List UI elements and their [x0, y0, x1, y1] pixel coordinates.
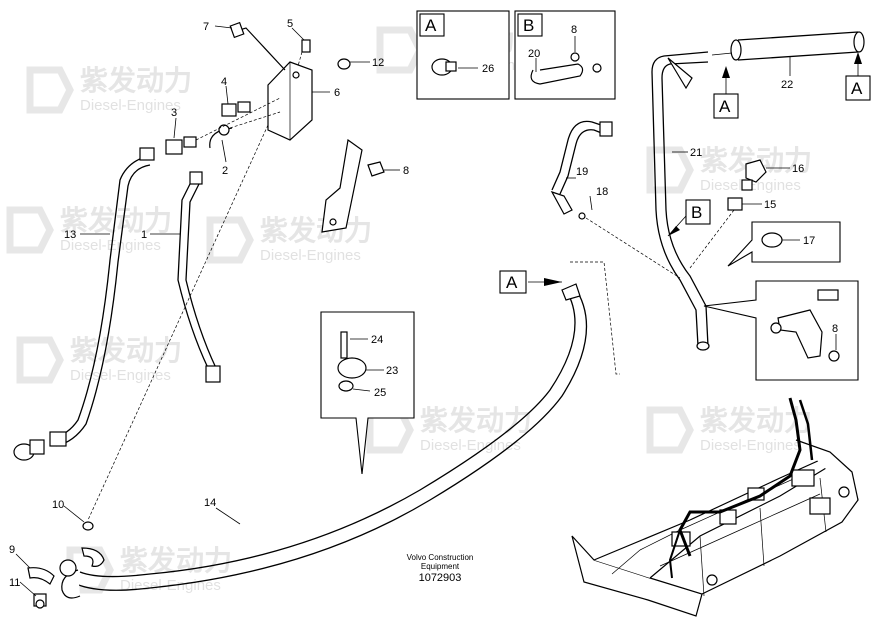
hose-13 — [13, 147, 155, 461]
footer: Volvo Construction Equipment 1072903 — [407, 553, 474, 584]
watermark-layer: 紫发动力 Diesel-Engines 紫发动力 Diesel-Engines … — [6, 24, 812, 594]
footer-code: 1072903 — [419, 572, 462, 584]
detail-a-label: A — [425, 16, 437, 35]
watermark-en: Diesel-Engines — [260, 247, 361, 264]
view-b-center-label: B — [691, 203, 702, 222]
part-label-16: 16 — [792, 163, 804, 175]
watermark-tile: 紫发动力 Diesel-Engines — [366, 404, 532, 454]
part-label-12: 12 — [372, 57, 384, 69]
part-label-5: 5 — [287, 18, 293, 30]
watermark-cn: 紫发动力 — [120, 544, 232, 577]
part-label-7: 7 — [203, 21, 209, 33]
bottom-left-fittings — [27, 521, 105, 609]
view-a-callout-right: A — [845, 52, 871, 101]
part-label-18: 18 — [596, 186, 608, 198]
watermark-tile: 紫发动力 Diesel-Engines — [646, 404, 812, 454]
fitting-15 — [727, 197, 743, 211]
part-label-24: 24 — [371, 334, 383, 346]
part-label-3: 3 — [171, 107, 177, 119]
part-label-2: 2 — [222, 165, 228, 177]
watermark-en: Diesel-Engines — [700, 437, 801, 454]
part-label-26: 26 — [482, 63, 494, 75]
watermark-tile: 紫发动力 Diesel-Engines — [26, 64, 192, 114]
watermark-cn: 紫发动力 — [80, 64, 192, 97]
part-label-4: 4 — [221, 76, 227, 88]
part-label-8-valve: 8 — [403, 165, 409, 177]
part-label-15: 15 — [764, 199, 776, 211]
watermark-cn: 紫发动力 — [420, 404, 532, 437]
hose-19 — [550, 120, 613, 220]
clamp-20-part — [530, 52, 602, 85]
fitting-16 — [741, 159, 767, 191]
part-label-6: 6 — [334, 87, 340, 99]
hose-1 — [177, 171, 221, 383]
part-label-20: 20 — [528, 48, 540, 60]
detail-box-17: 17 — [727, 221, 841, 267]
part-label-19: 19 — [576, 166, 588, 178]
watermark-tile: 紫发动力 Diesel-Engines — [646, 144, 812, 194]
part-label-13: 13 — [64, 229, 76, 241]
part-label-8-bracket: 8 — [832, 323, 838, 335]
view-a-mid-label: A — [719, 97, 731, 116]
part-label-17: 17 — [803, 235, 815, 247]
detail-box-bracket — [703, 280, 859, 381]
watermark-cn: 紫发动力 — [260, 214, 372, 247]
clamp-23-part — [337, 331, 367, 392]
part-label-11: 11 — [9, 577, 20, 589]
hose-14 — [61, 283, 588, 599]
detail-box-clamp: 24 23 25 — [320, 311, 415, 475]
fitting-4 — [221, 103, 237, 117]
part-label-9: 9 — [9, 544, 15, 556]
part-label-22: 22 — [781, 79, 793, 91]
detail-b-label: B — [523, 16, 534, 35]
part-label-1: 1 — [141, 229, 147, 241]
view-a-right-label: A — [851, 79, 863, 98]
detail-box-a: A 26 — [416, 10, 510, 100]
watermark-tile: 紫发动力 Diesel-Engines — [206, 214, 372, 264]
part-label-8-b: 8 — [571, 24, 577, 36]
watermark-en: Diesel-Engines — [70, 367, 171, 384]
part-label-25: 25 — [374, 387, 386, 399]
view-a-callout-mid: A — [713, 66, 739, 119]
part-label-14: 14 — [204, 497, 216, 509]
watermark-tile: 紫发动力 Diesel-Engines — [6, 204, 172, 254]
view-a-center-label: A — [506, 273, 518, 292]
view-a-callout-center: A — [499, 270, 562, 294]
fitting-3 — [165, 139, 183, 155]
watermark-tile: 紫发动力 Diesel-Engines — [16, 334, 182, 384]
valve-block-assembly — [165, 21, 385, 233]
part-label-23: 23 — [386, 365, 398, 377]
view-b-callout-center: B — [667, 199, 711, 237]
watermark-en: Diesel-Engines — [80, 97, 181, 114]
watermark-en: Diesel-Engines — [420, 437, 521, 454]
bracket — [321, 138, 363, 233]
detail-box-b: B 8 20 — [514, 10, 616, 100]
footer-line2: Equipment — [421, 562, 460, 571]
part-label-21: 21 — [690, 147, 702, 159]
tube-assembly-21 — [651, 31, 865, 351]
clamp-26-part — [431, 58, 457, 76]
watermark-cn: 紫发动力 — [70, 334, 182, 367]
machine-frame-overview — [571, 397, 859, 617]
footer-line1: Volvo Construction — [407, 553, 474, 562]
watermark-en: Diesel-Engines — [60, 237, 161, 254]
part-label-10: 10 — [52, 499, 64, 511]
